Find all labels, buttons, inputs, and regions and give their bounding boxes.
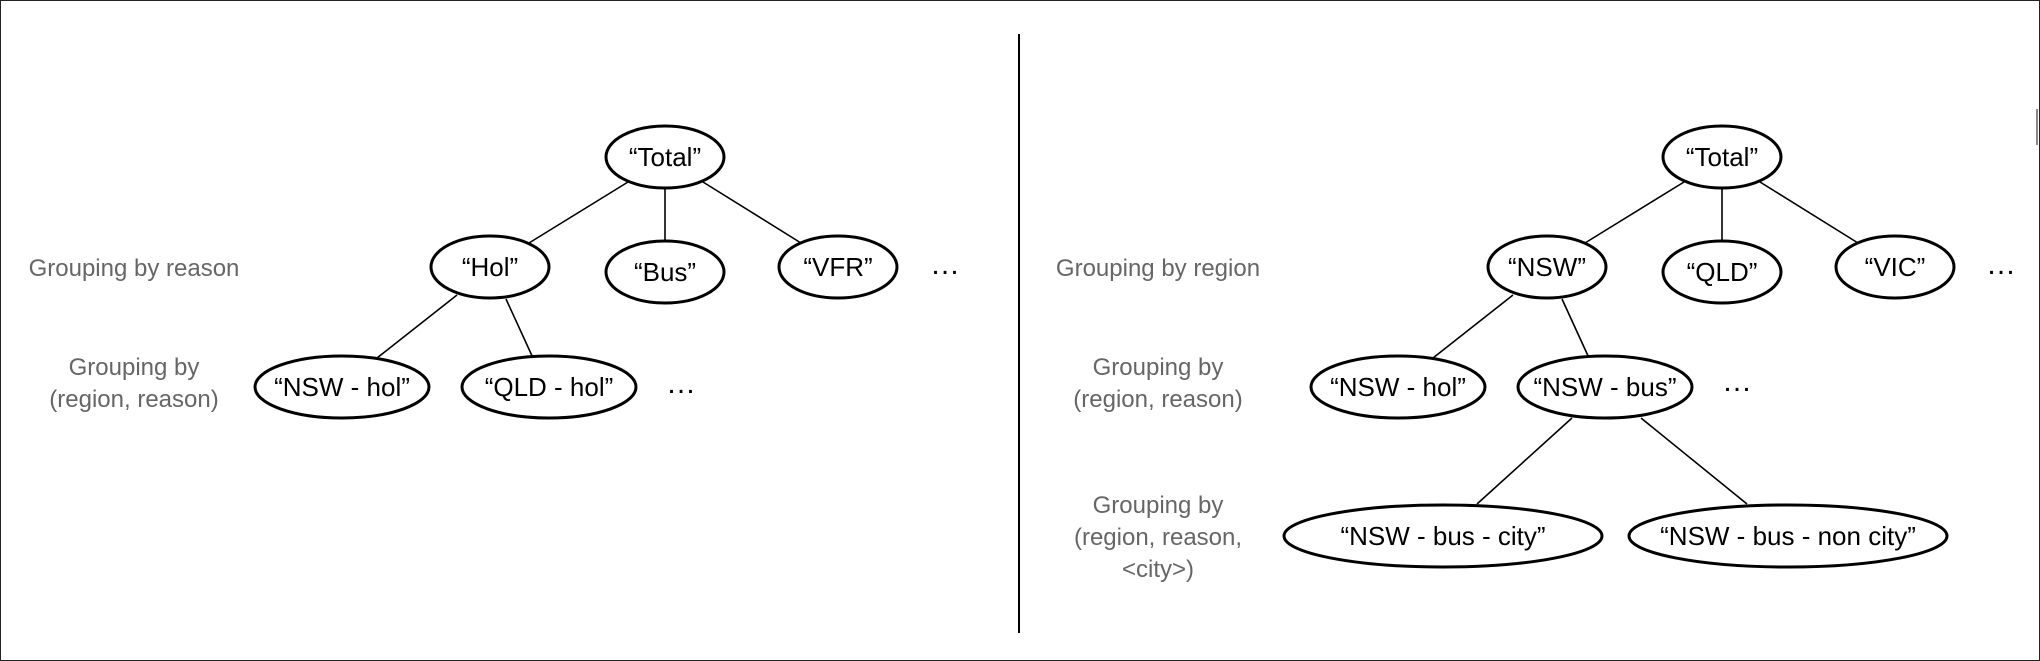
node-vfr: “VFR” <box>777 234 899 300</box>
level3-label-line1: Grouping by <box>1093 492 1224 519</box>
node-label: “Total” <box>1686 142 1758 172</box>
ellipsis-level1: … <box>1986 248 2016 281</box>
edge <box>1432 294 1514 359</box>
node-label: “VIC” <box>1865 252 1926 282</box>
node-label: “Total” <box>629 142 701 172</box>
edge <box>505 298 534 359</box>
node-qld-hol: “QLD - hol” <box>460 354 638 420</box>
left-tree: “Total” “Hol” “Bus” “VFR” … “NSW - hol” … <box>29 124 960 420</box>
node-root: “Total” <box>1661 124 1783 190</box>
node-label: “NSW - bus” <box>1534 372 1677 402</box>
level2-label-line1: Grouping by <box>69 354 200 381</box>
edge <box>1759 181 1859 244</box>
edge <box>376 294 458 359</box>
level1-label: Grouping by reason <box>29 255 240 282</box>
node-label: “QLD” <box>1687 257 1758 287</box>
node-root: “Total” <box>604 124 726 190</box>
edge <box>1640 417 1748 505</box>
node-label: “NSW - bus - city” <box>1340 521 1545 551</box>
node-nsw: “NSW” <box>1486 234 1608 300</box>
ellipsis-level1: … <box>930 248 960 281</box>
level2-label-line1: Grouping by <box>1093 354 1224 381</box>
right-tree: “Total” “NSW” “QLD” “VIC” … “NSW - hol” … <box>1056 124 2016 583</box>
node-label: “Bus” <box>634 257 696 287</box>
node-hol: “Hol” <box>429 234 551 300</box>
node-label: “NSW - hol” <box>1330 372 1466 402</box>
node-nsw-hol: “NSW - hol” <box>253 354 431 420</box>
edge <box>528 181 629 244</box>
node-label: “NSW - bus - non city” <box>1660 521 1916 551</box>
node-vic: “VIC” <box>1834 234 1956 300</box>
node-label: “QLD - hol” <box>485 372 614 402</box>
ellipsis-level2: … <box>1722 365 1752 398</box>
node-qld: “QLD” <box>1661 239 1783 305</box>
level2-label-line2: (region, reason) <box>49 386 218 413</box>
node-nsw-bus-non-city: “NSW - bus - non city” <box>1627 503 1949 569</box>
node-nsw-bus-city: “NSW - bus - city” <box>1282 503 1604 569</box>
level3-label-line2: (region, reason, <box>1074 524 1242 551</box>
level1-label: Grouping by region <box>1056 255 1260 282</box>
node-label: “NSW” <box>1508 252 1586 282</box>
node-nsw-bus: “NSW - bus” <box>1516 354 1694 420</box>
node-label: “Hol” <box>462 252 518 282</box>
edge <box>1584 181 1685 244</box>
ellipsis-level2: … <box>666 367 696 400</box>
edge <box>1476 417 1573 505</box>
edge <box>1561 298 1590 359</box>
node-label: “NSW - hol” <box>274 372 410 402</box>
level3-label-line3: <city>) <box>1122 556 1194 583</box>
node-label: “VFR” <box>803 252 872 282</box>
level2-label-line2: (region, reason) <box>1073 386 1242 413</box>
edge <box>702 181 802 244</box>
node-bus: “Bus” <box>604 239 726 305</box>
node-nsw-hol: “NSW - hol” <box>1309 354 1487 420</box>
